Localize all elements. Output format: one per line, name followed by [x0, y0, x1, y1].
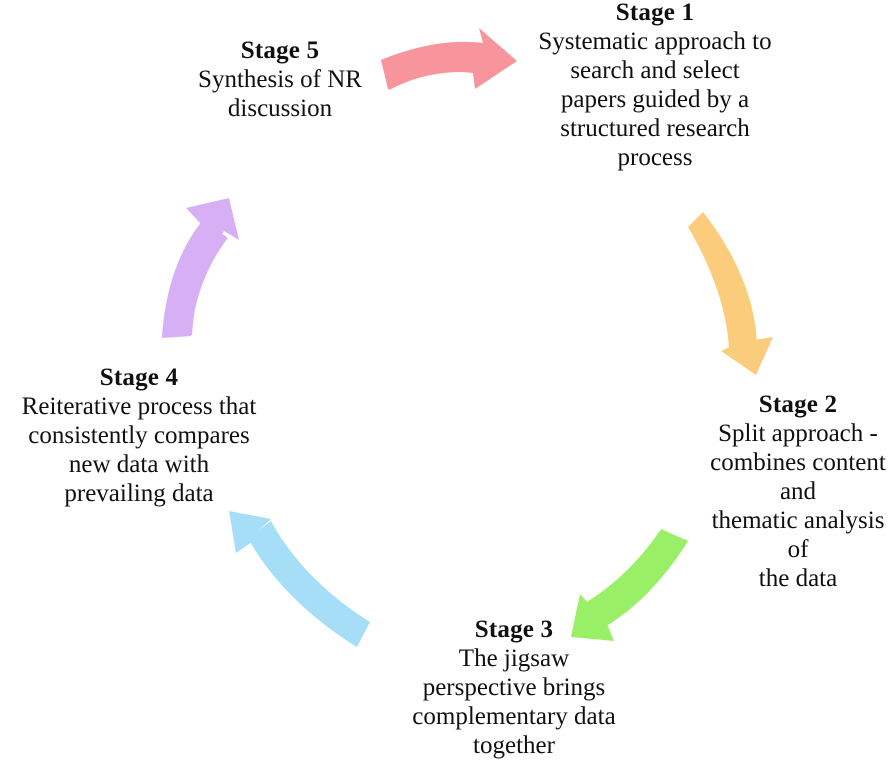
stage-2-block: Stage 2 Split approach - combines conten… — [700, 390, 896, 593]
stage-4-body: Reiterative process that consistently co… — [21, 393, 257, 507]
stage-4-title: Stage 4 — [99, 364, 179, 391]
stage-2-title: Stage 2 — [758, 391, 838, 418]
stage-5-title: Stage 5 — [240, 37, 320, 64]
stage-3-block: Stage 3 The jigsaw perspective brings co… — [378, 615, 650, 760]
stage-5-block: Stage 5 Synthesis of NR discussion — [152, 36, 408, 123]
stage-1-title: Stage 1 — [615, 0, 695, 26]
stage-3-body: The jigsaw perspective brings complement… — [412, 645, 616, 759]
arrow-stage3-to-stage4-icon — [229, 511, 356, 646]
arrow-stage1-to-stage2-body-icon — [688, 212, 757, 348]
stage-1-block: Stage 1 Systematic approach to search an… — [505, 0, 805, 172]
arrow-stage1-to-stage2-icon — [690, 213, 773, 375]
stage-2-body: Split approach - combines content and th… — [710, 420, 886, 592]
arrow-stage4-to-stage5-icon — [163, 198, 239, 337]
arrow-stage4-to-stage5-body-icon — [162, 220, 228, 338]
stage-3-title: Stage 3 — [474, 616, 554, 643]
arrow-stage3-to-stage4-body-icon — [248, 521, 370, 647]
stage-5-body: Synthesis of NR discussion — [198, 66, 362, 122]
stage-1-body: Systematic approach to search and select… — [538, 28, 772, 171]
stage-4-block: Stage 4 Reiterative process that consist… — [0, 363, 284, 508]
arrow-stage2-to-stage3-body-icon — [585, 529, 688, 628]
